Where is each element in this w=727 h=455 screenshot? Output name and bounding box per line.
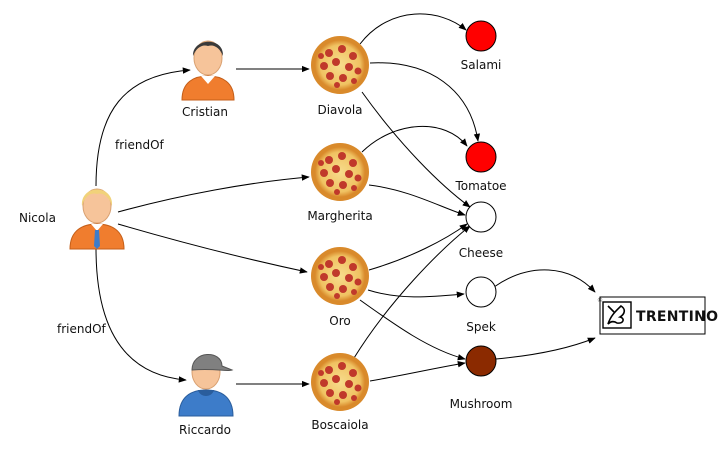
pizza-icon [311,143,369,201]
edges [95,13,596,388]
pizza-icon [311,36,369,94]
friend-of-label-top: friendOf [115,138,165,152]
trentino-butterfly-icon [602,301,632,329]
edge-margherita-cheese [368,184,466,216]
edge-nicola-oro [117,223,308,274]
ingredient-label-mushroom: Mushroom [450,397,513,411]
edge-nicola-riccardo [95,247,187,383]
edge-diavola-salami [359,13,467,45]
pizza-oro[interactable] [311,247,369,305]
person-riccardo[interactable] [178,354,234,417]
trentino-logo[interactable]: ® TRENTINO [597,296,718,335]
pizza-label-diavola: Diavola [317,103,362,117]
pizza-diavola[interactable] [311,36,369,94]
edge-nicola-margherita [117,174,310,213]
pizza-margherita[interactable] [311,143,369,201]
edge-diavola-tomatoe [369,62,481,142]
edge-diavola-cheese [361,91,471,208]
person-nicola[interactable] [69,188,125,250]
edge-boscaiola-cheese [353,225,471,359]
pizza-label-oro: Oro [329,314,350,328]
edge-margherita-tomatoe [361,126,468,153]
ingredient-cheese[interactable] [465,201,497,233]
pizza-icon [311,353,369,411]
ingredient-label-cheese: Cheese [459,246,503,260]
person-orange-icon [181,40,235,101]
edge-oro-spek [367,289,465,298]
edge-nicola-cristian [95,67,191,187]
ingredient-label-spek: Spek [466,320,496,334]
trentino-logo-text: TRENTINO [636,309,718,325]
ingredient-salami[interactable] [465,20,497,52]
ingredient-label-tomatoe: Tomatoe [454,179,506,193]
friend-of-label-bottom: friendOf [57,322,107,336]
person-blue-cap-icon [178,354,234,417]
ingredient-spek[interactable] [465,276,497,308]
person-label-riccardo: Riccardo [179,423,231,437]
pizza-icon [311,247,369,305]
ingredient-mushroom[interactable] [465,345,497,377]
svg-text:®: ® [597,297,603,304]
edge-oro-mushroom [359,299,466,361]
edge-mushroom-trentino [495,337,596,360]
edge-spek-trentino [493,269,596,293]
pizza-label-boscaiola: Boscaiola [311,418,368,432]
person-orange-tie-icon [69,188,125,250]
person-label-cristian: Cristian [182,105,228,119]
person-cristian[interactable] [181,40,235,101]
pizza-boscaiola[interactable] [311,353,369,411]
ingredient-label-salami: Salami [461,58,502,72]
ingredient-tomatoe[interactable] [465,141,497,173]
pizza-label-margherita: Margherita [307,209,372,223]
edge-boscaiola-mushroom [369,361,466,382]
person-label-nicola: Nicola [19,211,56,225]
edge-oro-cheese [368,223,468,271]
